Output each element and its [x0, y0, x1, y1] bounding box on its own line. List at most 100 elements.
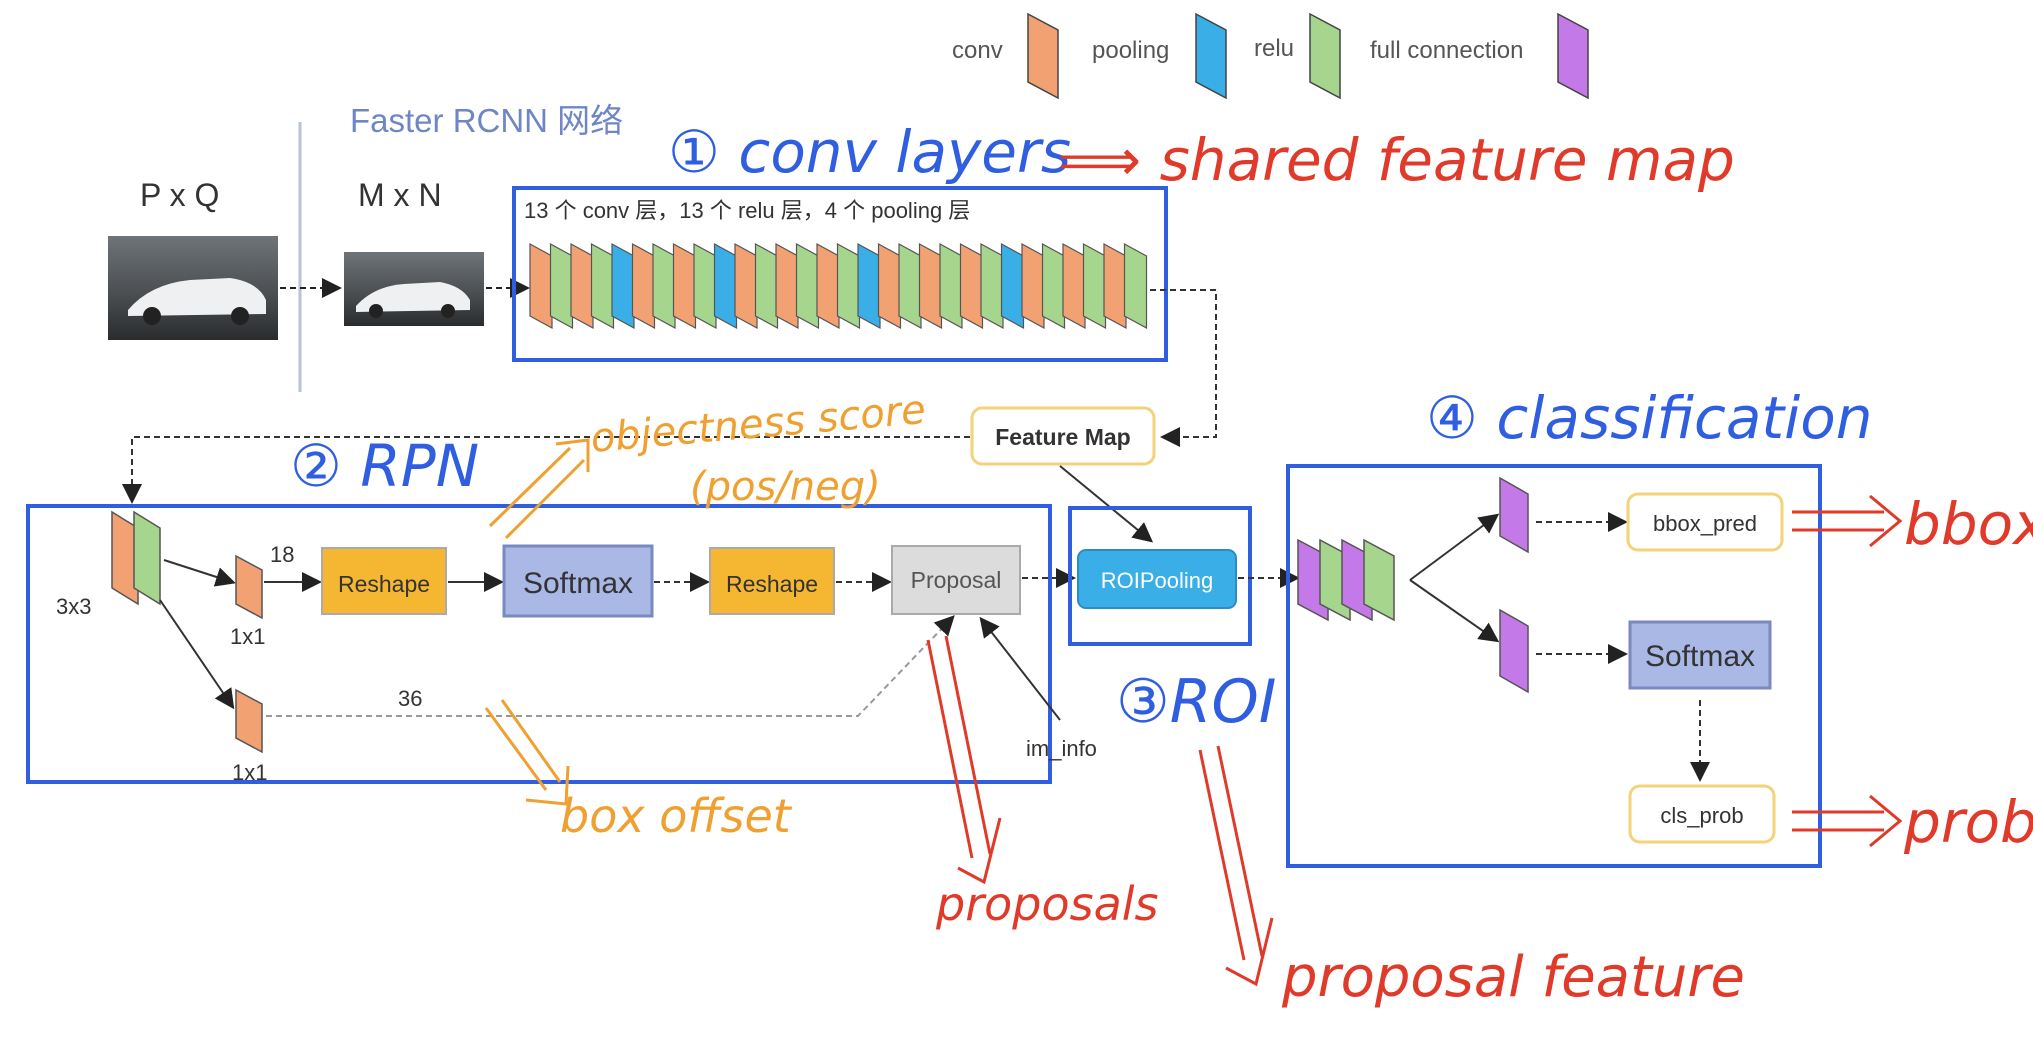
legend-fc-swatch: [1557, 12, 1589, 100]
conv-layer: [570, 242, 594, 330]
softmax2-node: [1628, 620, 1772, 690]
conv-layer: [775, 242, 799, 330]
cls-prob-label: cls_prob: [1660, 803, 1743, 828]
annotation-arrow-bbox: [1792, 494, 1903, 548]
reshape1-label: Reshape: [338, 571, 430, 597]
label-3x3: 3x3: [56, 594, 91, 619]
conv-layer: [529, 242, 553, 330]
annotation-rpn: ② RPN: [290, 432, 479, 500]
roipooling-node: [1077, 549, 1237, 609]
annotation-proposal-feature: proposal feature: [1281, 945, 1745, 1010]
softmax-node: [502, 544, 654, 618]
label-pxq: P x Q: [140, 177, 219, 213]
conv-layer: [631, 242, 656, 330]
input-image-large: [108, 236, 278, 340]
pooling-layer: [611, 242, 635, 330]
arrow-reg-to-proposal: [266, 615, 955, 717]
relu-layer: [1041, 242, 1066, 330]
reshape2-label: Reshape: [726, 571, 818, 597]
label-1x1-bottom: 1x1: [232, 760, 267, 785]
label-1x1-top: 1x1: [230, 624, 265, 649]
legend-relu-swatch: [1309, 12, 1341, 100]
roipooling-label: ROIPooling: [1101, 568, 1214, 593]
fc-bbox-branch: [1499, 476, 1529, 554]
conv-layer: [1021, 242, 1045, 330]
diagram-title: Faster RCNN 网络: [350, 102, 623, 139]
reshape1-node: [321, 547, 447, 615]
relu-layer: [652, 242, 676, 330]
relu-layer: [1123, 242, 1148, 330]
conv-layers-description: 13 个 conv 层，13 个 relu 层，4 个 pooling 层: [524, 198, 970, 223]
classification-box: [1286, 464, 1822, 868]
legend-conv-label: conv: [952, 37, 1003, 64]
conv-layer: [1062, 242, 1086, 330]
annotation-posneg: (pos/neg): [690, 464, 881, 510]
relu-layer: [795, 242, 820, 330]
arrow-fc-to-cls-branch: [1409, 579, 1500, 643]
label-mxn: M x N: [358, 177, 442, 213]
pooling-layer: [713, 242, 738, 330]
annotation-classification: ④ classification: [1426, 384, 1873, 452]
annotation-arrow-box-offset: [484, 699, 570, 806]
relu-layer: [836, 242, 861, 330]
reshape2-node: [709, 547, 835, 615]
annotation-arrow-prob: [1792, 794, 1903, 848]
feature-map-label: Feature Map: [995, 424, 1130, 450]
label-18: 18: [270, 542, 294, 567]
annotation-conv-layers: ① conv layers: [668, 118, 1071, 186]
annotation-prob: prob: [1903, 788, 2033, 856]
arrow-fc-to-bbox-branch: [1409, 513, 1500, 581]
relu-layer: [898, 242, 922, 330]
conv-layers-box: [512, 186, 1168, 362]
conv-layer: [918, 242, 943, 330]
conv-layer-stack: [529, 242, 1148, 330]
relu-layer: [590, 242, 615, 330]
relu-layer: [549, 242, 574, 330]
relu-layer: [754, 242, 779, 330]
arrow-feature-map-to-rpn: [122, 436, 970, 504]
rpn-cls-conv-1x1: [235, 554, 263, 620]
relu-layer: [980, 242, 1004, 330]
conv-layer: [672, 242, 697, 330]
fc-cls-branch: [1499, 608, 1529, 694]
fc-stack: [1297, 538, 1395, 622]
proposal-label: Proposal: [911, 567, 1002, 593]
cls-prob-node: [1628, 784, 1776, 844]
proposal-node: [891, 545, 1021, 615]
annotation-shared-map: ⟹ shared feature map: [1058, 126, 1735, 194]
annotation-roi: ③ROI: [1116, 667, 1276, 737]
softmax-label: Softmax: [523, 567, 633, 600]
label-36: 36: [398, 686, 422, 711]
conv-layer: [959, 242, 984, 330]
conv-layer: [816, 242, 840, 330]
conv-layer: [877, 242, 902, 330]
relu-layer: [1082, 242, 1107, 330]
annotation-bbox: bbox: [1904, 490, 2033, 558]
legend: conv pooling relu full connection: [952, 12, 1589, 100]
relu-layer: [939, 242, 963, 330]
relu-layer: [693, 242, 717, 330]
input-image-small: [344, 252, 484, 326]
arrow-feature-map-to-roi: [1059, 465, 1154, 543]
pooling-layer: [1000, 242, 1025, 330]
legend-fc-label: full connection: [1370, 37, 1523, 64]
arrow-3x3-to-cls: [163, 559, 236, 587]
legend-conv-swatch: [1027, 12, 1059, 100]
annotation-box-offset: box offset: [560, 789, 793, 843]
bbox-pred-label: bbox_pred: [1653, 511, 1757, 536]
softmax2-label: Softmax: [1645, 640, 1755, 673]
annotation-objectness: objectness score: [589, 387, 928, 462]
annotation-proposals: proposals: [935, 877, 1159, 931]
conv-layer: [1103, 242, 1127, 330]
annotation-arrow-objectness: [488, 438, 590, 540]
arrow-to-feature-map: [1150, 289, 1217, 447]
pooling-layer: [857, 242, 881, 330]
conv-layer: [734, 242, 758, 330]
legend-pooling-swatch: [1195, 12, 1227, 100]
rpn-reg-conv-1x1: [235, 688, 263, 754]
annotation-arrow-proposals: [926, 635, 1002, 885]
feature-map-node: [970, 406, 1156, 466]
bbox-pred-node: [1626, 492, 1784, 552]
